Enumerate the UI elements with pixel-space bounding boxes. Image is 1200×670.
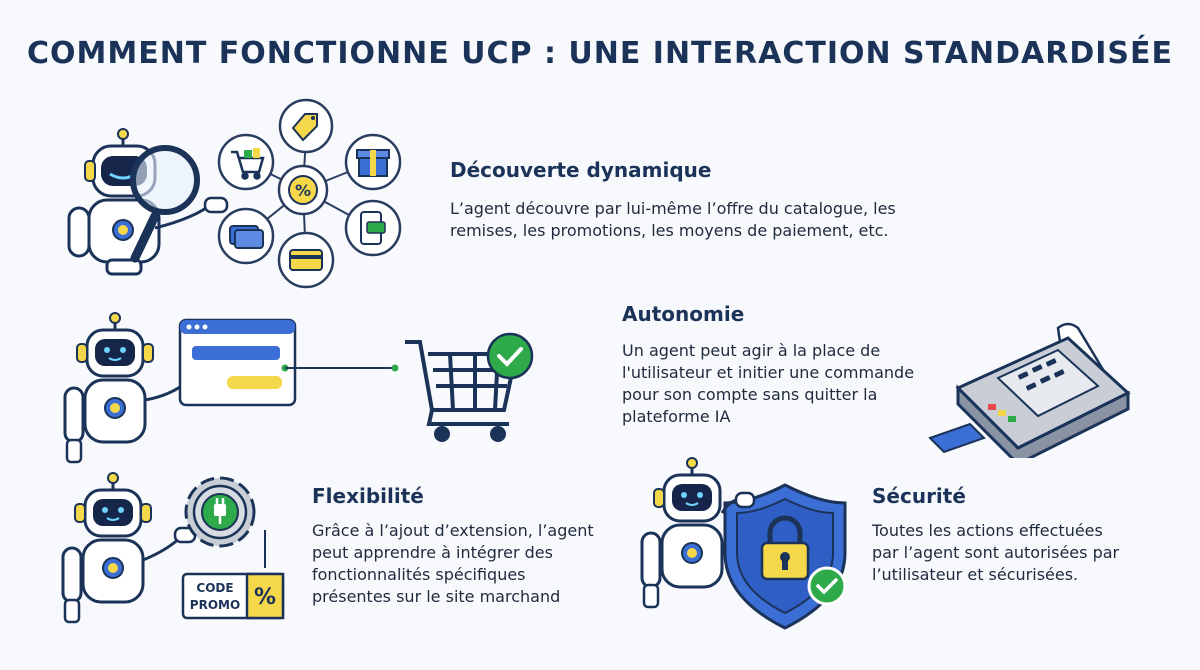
flexibility-body-line: peut apprendre à intégrer des — [312, 543, 553, 562]
flexibility-body: Grâce à l’ajout d’extension, l’agent peu… — [312, 520, 594, 608]
promo-percent: % — [254, 585, 276, 610]
page-title: COMMENT FONCTIONNE UCP : UNE INTERACTION… — [27, 36, 1173, 71]
autonomy-body-line: plateforme IA — [622, 407, 731, 426]
gear-plug-icon — [184, 476, 256, 548]
payment-terminal-icon — [928, 322, 1131, 458]
flexibility-body-line: présentes sur le site marchand — [312, 587, 561, 606]
autonomy-body: Un agent peut agir à la place de l'utili… — [622, 340, 914, 428]
discovery-body: L’agent découvre par lui-même l’offre du… — [450, 198, 896, 242]
percent-icon: % — [288, 175, 318, 205]
robot-icon — [61, 472, 197, 624]
autonomy-title: Autonomie — [622, 302, 745, 326]
robot-icon — [63, 312, 211, 464]
flexibility-body-line: fonctionnalités spécifiques — [312, 565, 526, 584]
gift-icon — [356, 149, 390, 177]
card-icon — [229, 225, 264, 249]
flexibility-title: Flexibilité — [312, 484, 424, 508]
discovery-illustration: % — [67, 98, 402, 289]
security-title: Sécurité — [872, 484, 966, 508]
security-body-line: Toutes les actions effectuées — [872, 521, 1103, 540]
autonomy-body-line: pour son compte sans quitter la — [622, 385, 878, 404]
discovery-title: Découverte dynamique — [450, 158, 712, 182]
checkmark-icon — [807, 566, 847, 606]
promo-line2: PROMO — [190, 598, 240, 612]
robot-icon — [640, 457, 724, 609]
promo-line1: CODE — [196, 581, 233, 595]
browser-window-icon — [178, 318, 297, 407]
flexibility-illustration: CODE PROMO % — [61, 472, 285, 624]
security-body-line: par l’agent sont autorisées par — [872, 543, 1120, 562]
price-tag-icon — [291, 113, 318, 142]
card-icon — [289, 249, 323, 271]
autonomy-illustration — [63, 312, 534, 464]
checkmark-icon — [486, 332, 534, 380]
hub-percent: % — [295, 181, 311, 200]
security-illustration — [640, 457, 847, 630]
cart-icon — [231, 150, 265, 180]
flexibility-body-line: Grâce à l’ajout d’extension, l’agent — [312, 521, 594, 540]
security-body: Toutes les actions effectuées par l’agen… — [872, 520, 1119, 586]
discovery-body-line: remises, les promotions, les moyens de p… — [450, 221, 889, 240]
autonomy-body-line: Un agent peut agir à la place de — [622, 341, 881, 360]
promo-code-ticket: CODE PROMO % — [181, 572, 285, 620]
cart-icon — [405, 340, 519, 442]
security-body-line: l’utilisateur et sécurisées. — [872, 565, 1079, 584]
autonomy-body-line: l'utilisateur et initier une commande — [622, 363, 915, 382]
discovery-body-line: L’agent découvre par lui-même l’offre du… — [450, 199, 896, 218]
phone-payment-icon — [360, 211, 386, 245]
magnifier-icon — [130, 145, 200, 263]
